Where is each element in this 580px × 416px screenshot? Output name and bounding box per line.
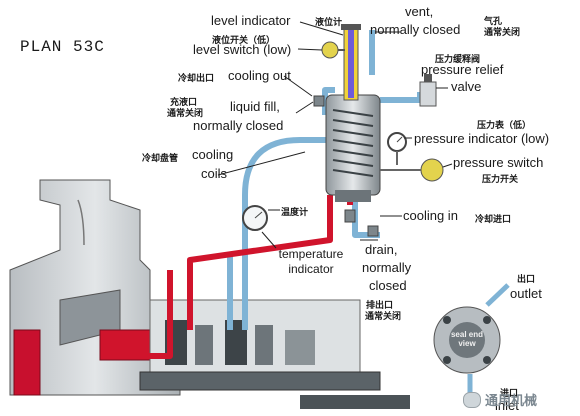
reservoir <box>325 94 381 202</box>
watermark-text: 通用机械 <box>485 394 538 409</box>
leader-lines <box>217 21 453 249</box>
drain-normally-label: normally <box>362 260 412 275</box>
pressure-switch-device <box>380 158 444 182</box>
pressure-relief-valve <box>419 74 437 107</box>
level-switch-label: level switch (low) <box>193 42 292 57</box>
level-switch-device <box>321 41 345 59</box>
seal-assembly <box>139 299 410 409</box>
pressure-switch-label: pressure switch <box>453 155 544 170</box>
pump-casing <box>9 179 181 396</box>
coils-label: coils <box>201 166 228 181</box>
level-indicator-column <box>341 24 361 101</box>
cooling-in-label-cn: 冷却进口 <box>475 215 512 225</box>
outlet-label: outlet <box>510 286 542 301</box>
outlet-label-cn: 出口 <box>517 275 536 285</box>
liquid-fill-closed-label: normally closed <box>193 118 284 133</box>
seal-end-view <box>433 283 510 395</box>
small-valves <box>313 95 379 237</box>
chat-bubble-icon <box>463 391 481 408</box>
pressure-indicator-label: pressure indicator (low) <box>414 131 550 146</box>
vent-label-cn2: 通常关闭 <box>484 28 521 38</box>
liquid-fill-label-cn2: 通常关闭 <box>167 109 204 119</box>
plan-title: PLAN 53C <box>20 38 105 56</box>
indicator-label: indicator <box>288 262 334 276</box>
pressure-switch-label-cn: 压力开关 <box>482 175 519 185</box>
temperature-gauge <box>242 205 268 231</box>
vent-label: vent, <box>405 4 434 19</box>
temperature-label-cn: 温度计 <box>281 208 309 218</box>
cooling-coils-label-cn: 冷却盘管 <box>142 154 179 164</box>
cooling-in-label: cooling in <box>403 208 458 223</box>
pressure-gauge <box>387 132 407 165</box>
liquid-fill-label: liquid fill, <box>230 99 280 114</box>
cooling-out-label: cooling out <box>228 68 291 83</box>
level-indicator-label: level indicator <box>211 13 291 28</box>
pressure-relief-label-cn: 压力缓释阀 <box>435 55 481 65</box>
pressure-relief-label: pressure relief <box>421 62 504 77</box>
level-switch-label-cn: 液位开关（低） <box>212 36 276 46</box>
cooling-out-label-cn: 冷却出口 <box>178 74 215 84</box>
pressure-indicator-label-cn: 压力表（低） <box>477 121 532 131</box>
liquid-fill-label-cn1: 充液口 <box>170 98 198 108</box>
drain-closed-label: closed <box>369 278 407 293</box>
vent-label-cn1: 气孔 <box>484 17 503 27</box>
drain-label-cn2: 通常关闭 <box>365 312 402 322</box>
valve-label: valve <box>451 79 482 94</box>
inlet-label-cn: 进口 <box>500 389 519 399</box>
vent-closed-label: normally closed <box>370 22 461 37</box>
seal-end-view-label: seal end view <box>450 330 483 348</box>
drain-label: drain, <box>365 242 398 257</box>
drain-label-cn1: 排出口 <box>366 301 394 311</box>
inlet-label: inlet <box>495 398 519 413</box>
level-indicator-label-cn: 液位计 <box>315 18 343 28</box>
temperature-label: temperature <box>278 247 344 261</box>
cooling-label: cooling <box>192 147 234 162</box>
watermark: 通用机械 <box>463 390 537 409</box>
